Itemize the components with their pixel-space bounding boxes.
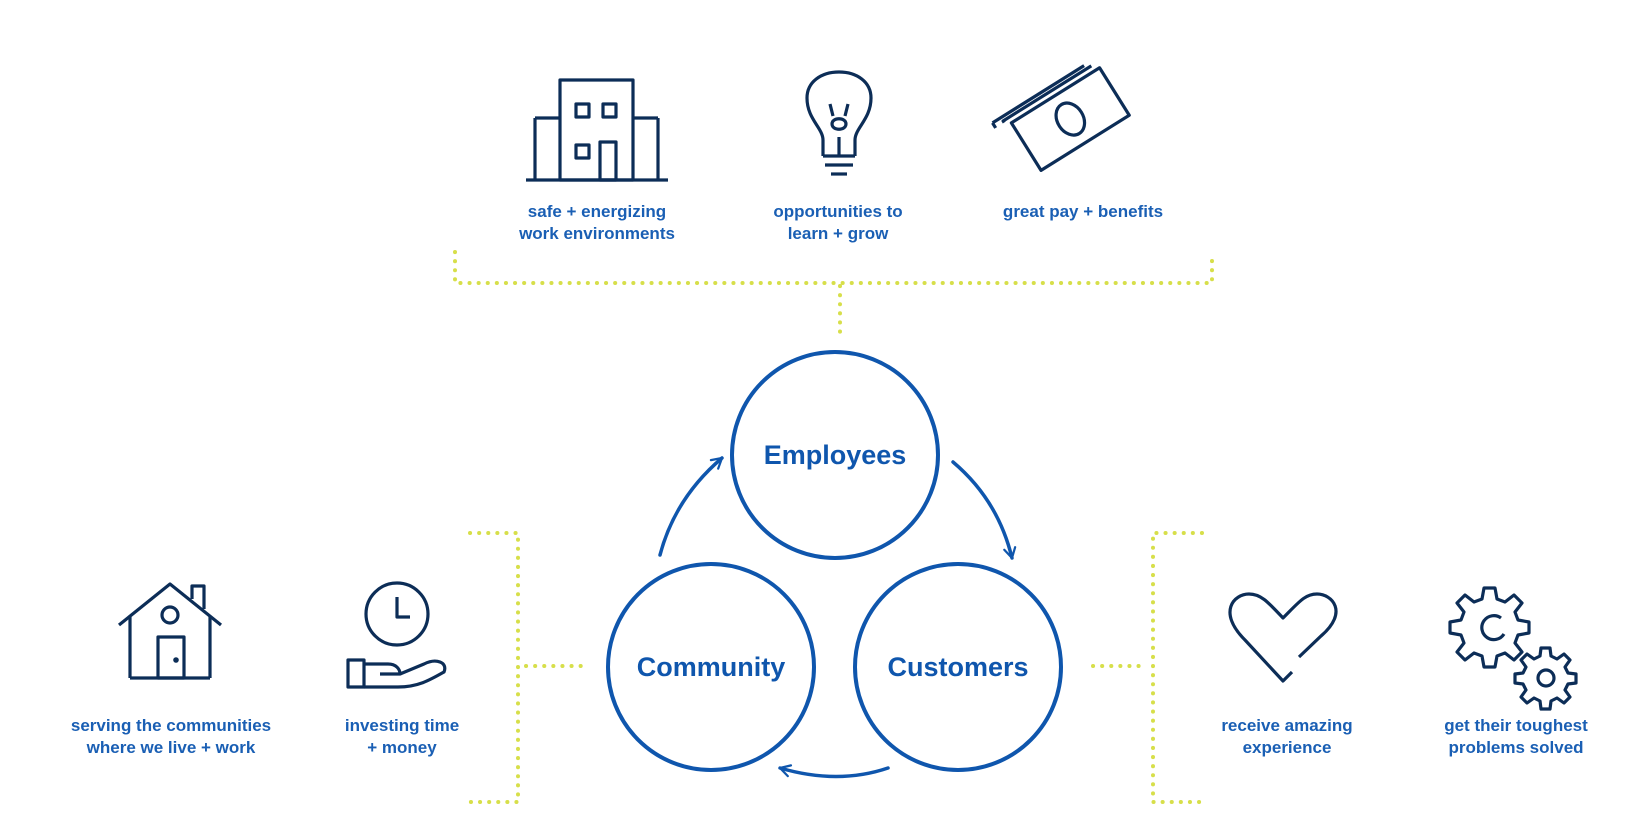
- community-benefit-caption: investing time + money: [345, 715, 459, 759]
- caption-line: work environments: [519, 224, 675, 243]
- employee-benefit-caption: great pay + benefits: [1003, 201, 1163, 223]
- caption-line: learn + grow: [787, 224, 889, 243]
- money-icon: [991, 64, 1131, 172]
- caption-line: great pay + benefits: [1002, 202, 1164, 221]
- top-bracket: [453, 250, 1214, 285]
- dotted-connectors: [453, 250, 1214, 804]
- building-icon: [526, 78, 668, 182]
- right-bracket: [1151, 531, 1204, 804]
- cycle-arrows: [658, 456, 1017, 779]
- arrow-community-to-employees: [658, 456, 724, 557]
- heart-icon: [1228, 592, 1338, 683]
- customers-circle: [853, 562, 1063, 772]
- caption-line: safe + energizing: [527, 202, 667, 221]
- left-bracket: [468, 531, 520, 804]
- caption-line: receive amazing: [1221, 716, 1353, 735]
- arrow-employees-to-customers: [951, 460, 1017, 560]
- cycle-circles: [606, 350, 1063, 772]
- clock-hand-icon: [346, 581, 447, 689]
- caption-line: serving the communities: [70, 716, 272, 735]
- arrow-customers-to-community: [778, 764, 890, 779]
- caption-line: get their toughest: [1444, 716, 1588, 735]
- caption-line: problems solved: [1448, 738, 1584, 757]
- community-circle: [606, 562, 816, 772]
- customer-benefit-caption: receive amazing experience: [1221, 715, 1352, 759]
- employee-benefit-caption: safe + energizing work environments: [519, 201, 675, 245]
- community-label: Community: [636, 652, 786, 682]
- gears-icon: [1448, 586, 1578, 711]
- caption-line: opportunities to: [773, 202, 903, 221]
- caption-line: + money: [367, 738, 437, 757]
- caption-line: investing time: [344, 716, 460, 735]
- customers-label: Customers: [887, 652, 1029, 682]
- lightbulb-icon: [805, 70, 873, 176]
- house-icon: [117, 582, 223, 680]
- community-benefit-caption: serving the communities where we live + …: [71, 715, 271, 759]
- customer-benefit-caption: get their toughest problems solved: [1444, 715, 1588, 759]
- employees-circle: [730, 350, 940, 560]
- caption-line: experience: [1242, 738, 1332, 757]
- employee-benefit-caption: opportunities to learn + grow: [773, 201, 902, 245]
- employees-label: Employees: [763, 440, 907, 470]
- caption-line: where we live + work: [86, 738, 256, 757]
